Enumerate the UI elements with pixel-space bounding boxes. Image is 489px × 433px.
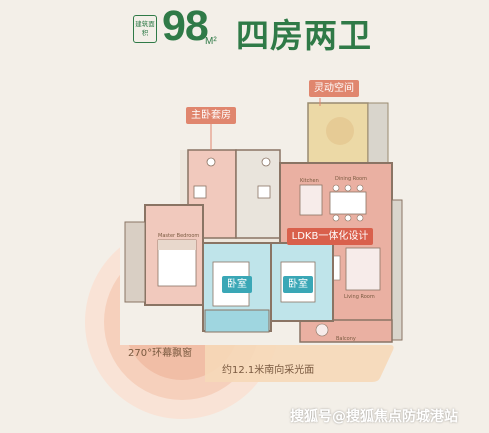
header: 建筑面积 98 M² 四房两卫	[0, 0, 489, 60]
kitchen-counter	[299, 184, 323, 216]
area-badge: 建筑面积	[133, 15, 157, 43]
sofa	[345, 247, 381, 291]
dining-text: Dining Room	[335, 176, 367, 182]
area-unit: M²	[205, 36, 217, 47]
ldkb-label: LDKB一体化设计	[287, 228, 373, 245]
dining-table	[329, 191, 367, 215]
bedroom-1-label: 卧室	[222, 276, 252, 293]
watermark: 搜狐号@搜狐焦点防城港站	[290, 409, 458, 425]
area-number: 98	[162, 2, 209, 50]
page-title: 四房两卫	[236, 16, 372, 55]
master-room-text: Master Bedroom	[158, 233, 200, 239]
south-light-label: 约12.1米南向采光面	[222, 365, 315, 376]
master-suite-label: 主卧套房	[186, 107, 236, 124]
living-text: Living Room	[344, 294, 375, 300]
balcony-text: Balcony	[336, 336, 356, 342]
flex-space-label: 灵动空间	[309, 80, 359, 97]
bedroom-2-label: 卧室	[283, 276, 313, 293]
south-light-band	[205, 345, 394, 382]
flex-space-balcony	[367, 102, 389, 164]
kitchen-text: Kitchen	[300, 178, 319, 184]
bay-window-label: 270°环幕飘窗	[128, 348, 193, 359]
